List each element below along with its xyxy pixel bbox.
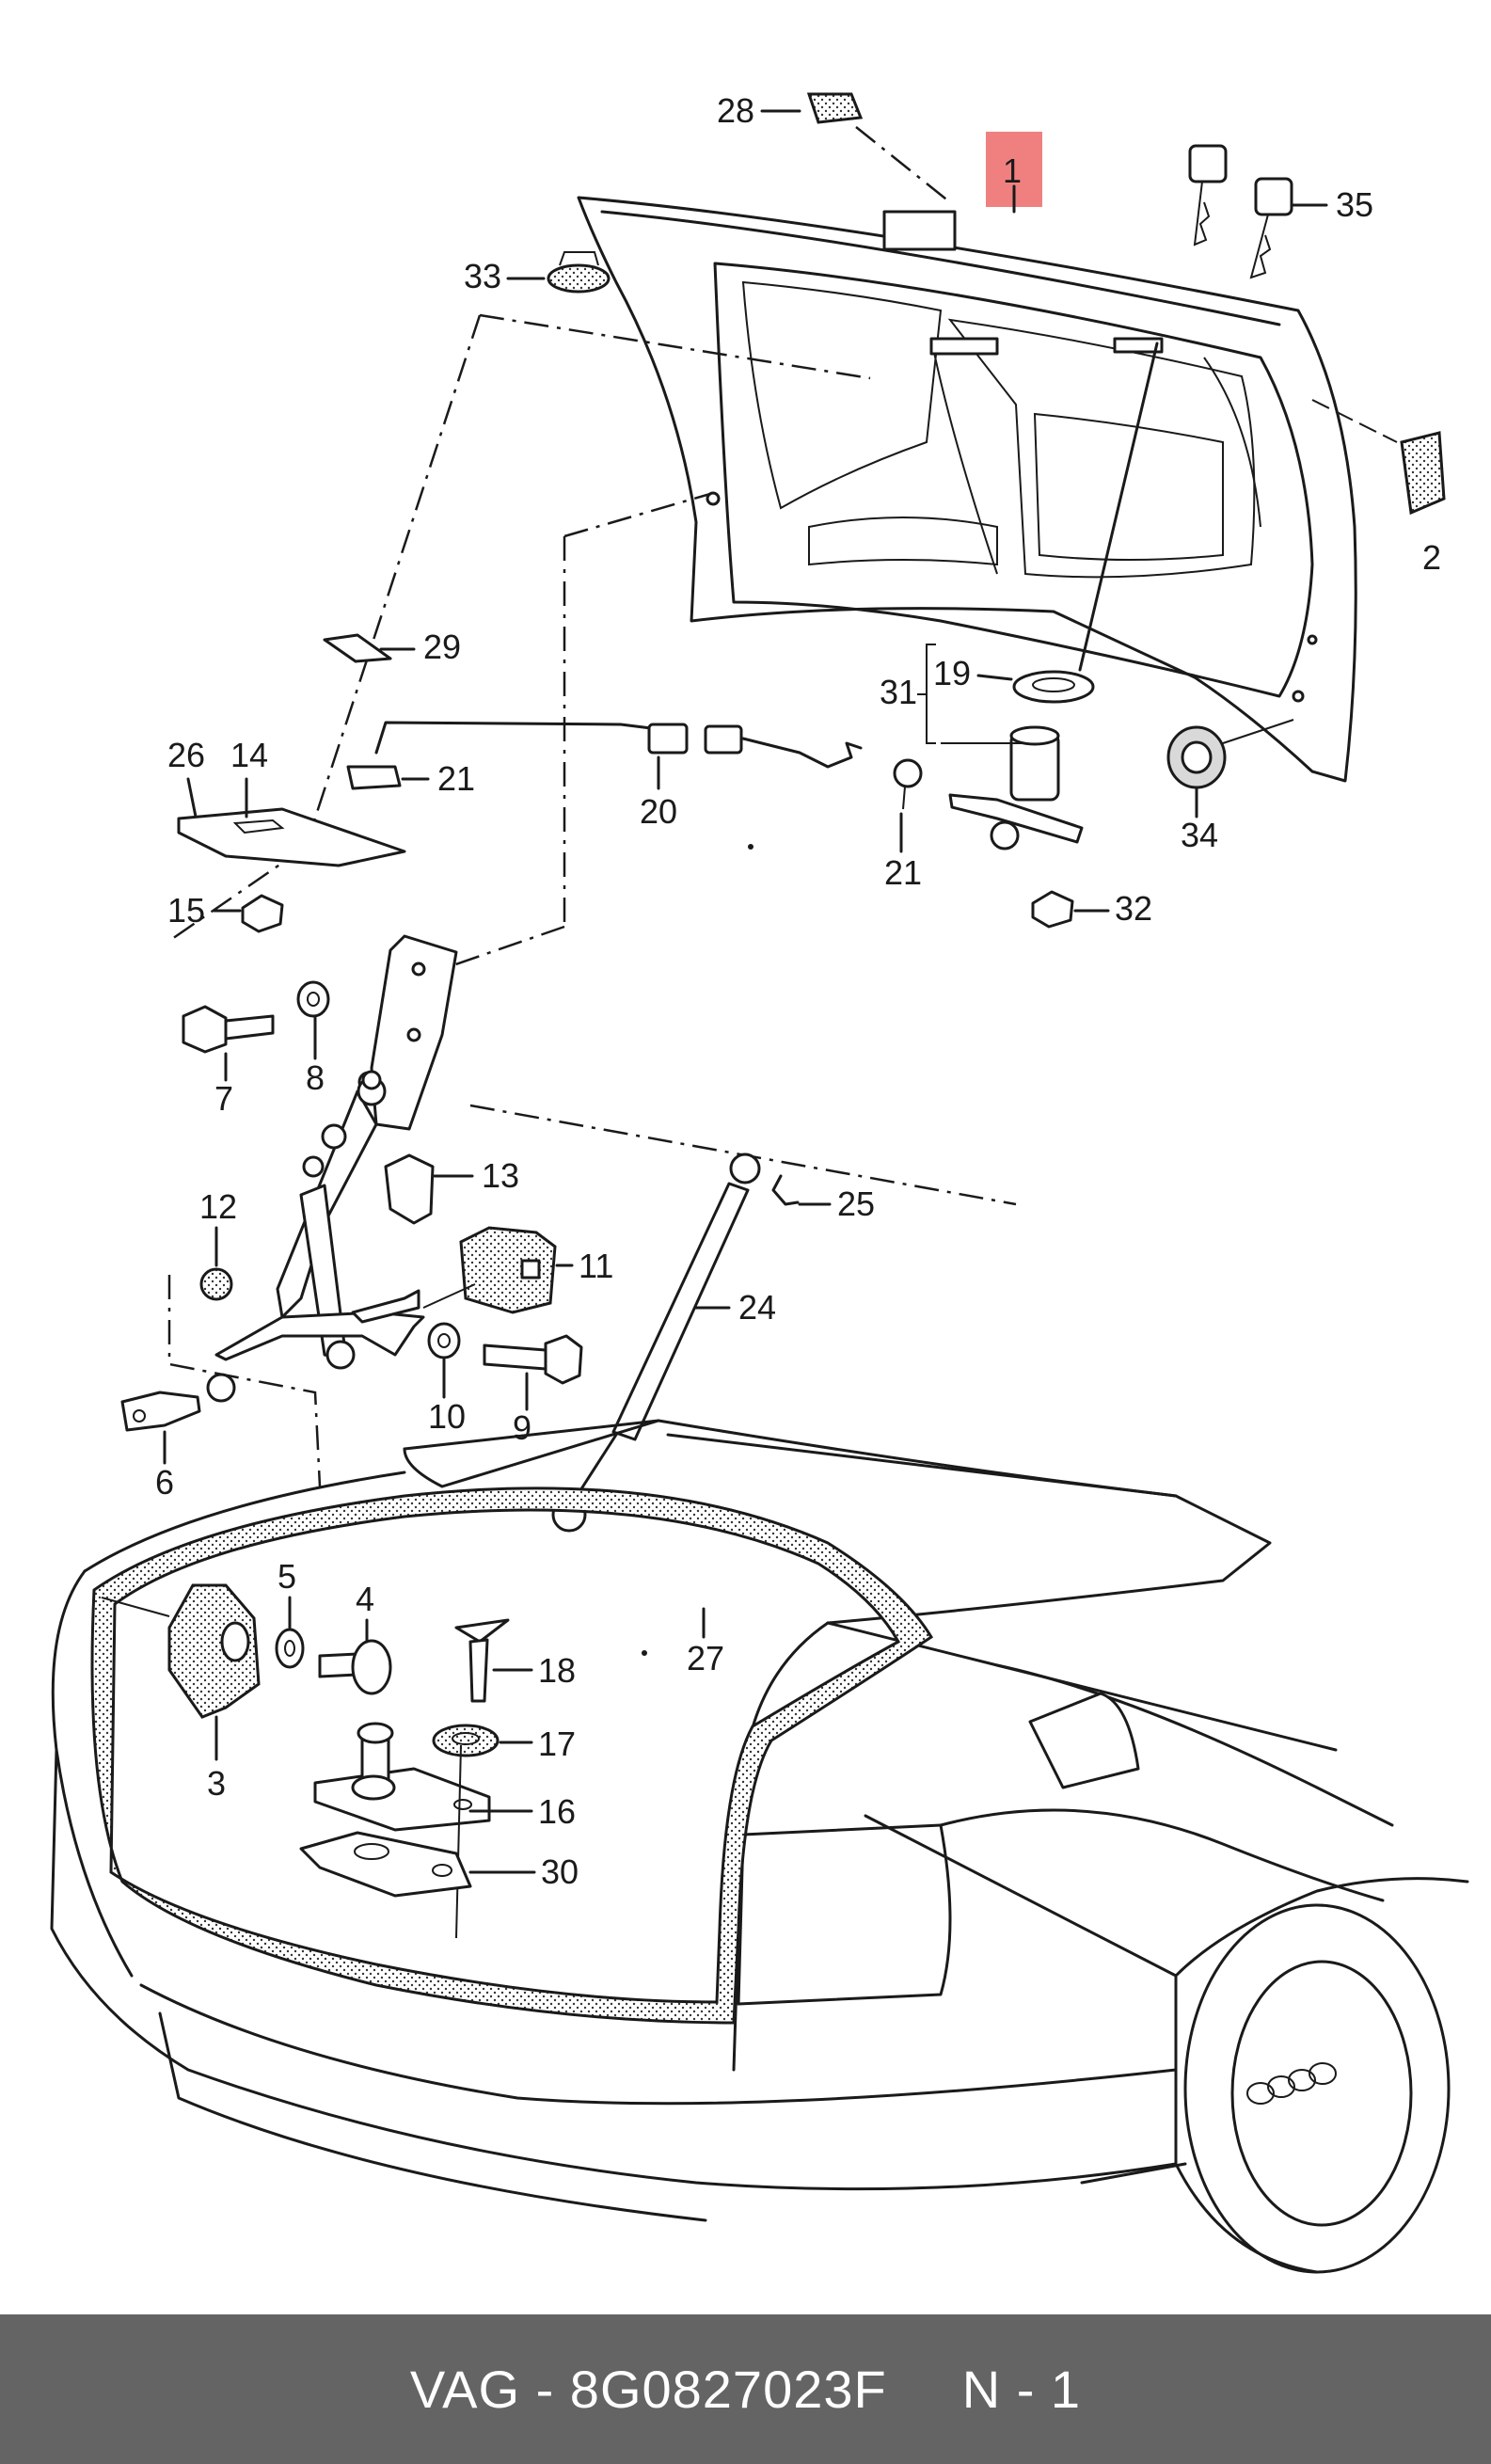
part-27-seal xyxy=(90,1486,934,2025)
label-35: 35 xyxy=(1336,185,1373,224)
part-33-grommet xyxy=(547,263,611,294)
part-35-keys xyxy=(1188,144,1293,279)
part-15-nut xyxy=(241,894,284,933)
label-31: 31 xyxy=(880,673,917,711)
label-7: 7 xyxy=(214,1079,233,1118)
part-code: VAG - 8G0827023F xyxy=(409,2360,887,2419)
label-18: 18 xyxy=(538,1651,576,1690)
part-17-washer xyxy=(432,1724,500,1757)
label-15: 15 xyxy=(167,891,205,930)
part-28-clip xyxy=(806,92,864,124)
part-18-screw xyxy=(454,1618,510,1703)
label-30: 30 xyxy=(541,1852,579,1891)
part-11-stop-block xyxy=(459,1226,557,1314)
car-body xyxy=(50,1419,1469,2274)
part-31-lock-cylinder xyxy=(948,725,1084,850)
label-17: 17 xyxy=(538,1725,576,1763)
label-4: 4 xyxy=(356,1580,374,1618)
label-20: 20 xyxy=(640,792,677,831)
label-25: 25 xyxy=(837,1184,875,1223)
part-19-seal xyxy=(1012,670,1095,704)
part-29-pad xyxy=(323,633,392,663)
label-10: 10 xyxy=(428,1397,466,1436)
part-32-nut xyxy=(1031,890,1074,929)
footer-bar: VAG - 8G0827023F N - 1 xyxy=(0,2314,1491,2464)
part-13-buffer xyxy=(384,1153,435,1225)
label-33: 33 xyxy=(464,257,501,295)
label-1: 1 xyxy=(1003,151,1022,190)
label-29: 29 xyxy=(423,628,461,666)
label-9: 9 xyxy=(513,1408,531,1447)
label-12: 12 xyxy=(199,1187,237,1226)
parts-diagram: 1 2 28 33 35 29 26 14 21 15 xyxy=(50,91,1469,2274)
part-3-striker xyxy=(167,1583,261,1719)
part-25-clip xyxy=(771,1174,800,1206)
label-14: 14 xyxy=(230,736,268,774)
part-10-washer xyxy=(427,1322,461,1359)
part-34-buffer xyxy=(1166,725,1227,789)
label-5: 5 xyxy=(278,1557,296,1596)
label-27: 27 xyxy=(687,1639,724,1677)
part-26-bracket xyxy=(177,807,406,867)
part-24-gas-strut xyxy=(551,1153,761,1533)
label-3: 3 xyxy=(207,1764,226,1803)
part-21-clip xyxy=(346,765,402,790)
label-19: 19 xyxy=(933,654,971,692)
part-5-washer xyxy=(275,1628,305,1669)
part-9-bolt xyxy=(483,1334,583,1385)
part-8-washer xyxy=(296,980,330,1018)
label-34: 34 xyxy=(1181,816,1218,854)
label-13: 13 xyxy=(482,1156,519,1195)
part-20-cable xyxy=(374,721,660,755)
label-21b: 21 xyxy=(884,853,922,892)
part-7-bolt xyxy=(182,1005,275,1054)
label-6: 6 xyxy=(155,1463,174,1502)
label-11: 11 xyxy=(579,1247,613,1285)
audi-rings-logo xyxy=(1246,2062,1337,2105)
label-16: 16 xyxy=(538,1792,576,1831)
label-28: 28 xyxy=(717,91,754,130)
part-30-plate xyxy=(299,1831,472,1898)
part-2-trim xyxy=(1400,431,1446,516)
label-24: 24 xyxy=(738,1288,776,1327)
part-16-latch xyxy=(313,1722,491,1832)
part-21b-clip xyxy=(893,758,923,788)
part-4-bolt xyxy=(318,1639,392,1695)
diagram-position: N - 1 xyxy=(961,2360,1082,2419)
hinge-assembly xyxy=(120,934,458,1432)
trunk-lid xyxy=(577,196,1357,783)
label-26: 26 xyxy=(167,736,205,774)
label-2: 2 xyxy=(1422,538,1441,577)
label-8: 8 xyxy=(306,1058,325,1097)
part-12-washer xyxy=(199,1267,233,1301)
label-32: 32 xyxy=(1115,889,1152,928)
label-21a: 21 xyxy=(437,759,475,798)
